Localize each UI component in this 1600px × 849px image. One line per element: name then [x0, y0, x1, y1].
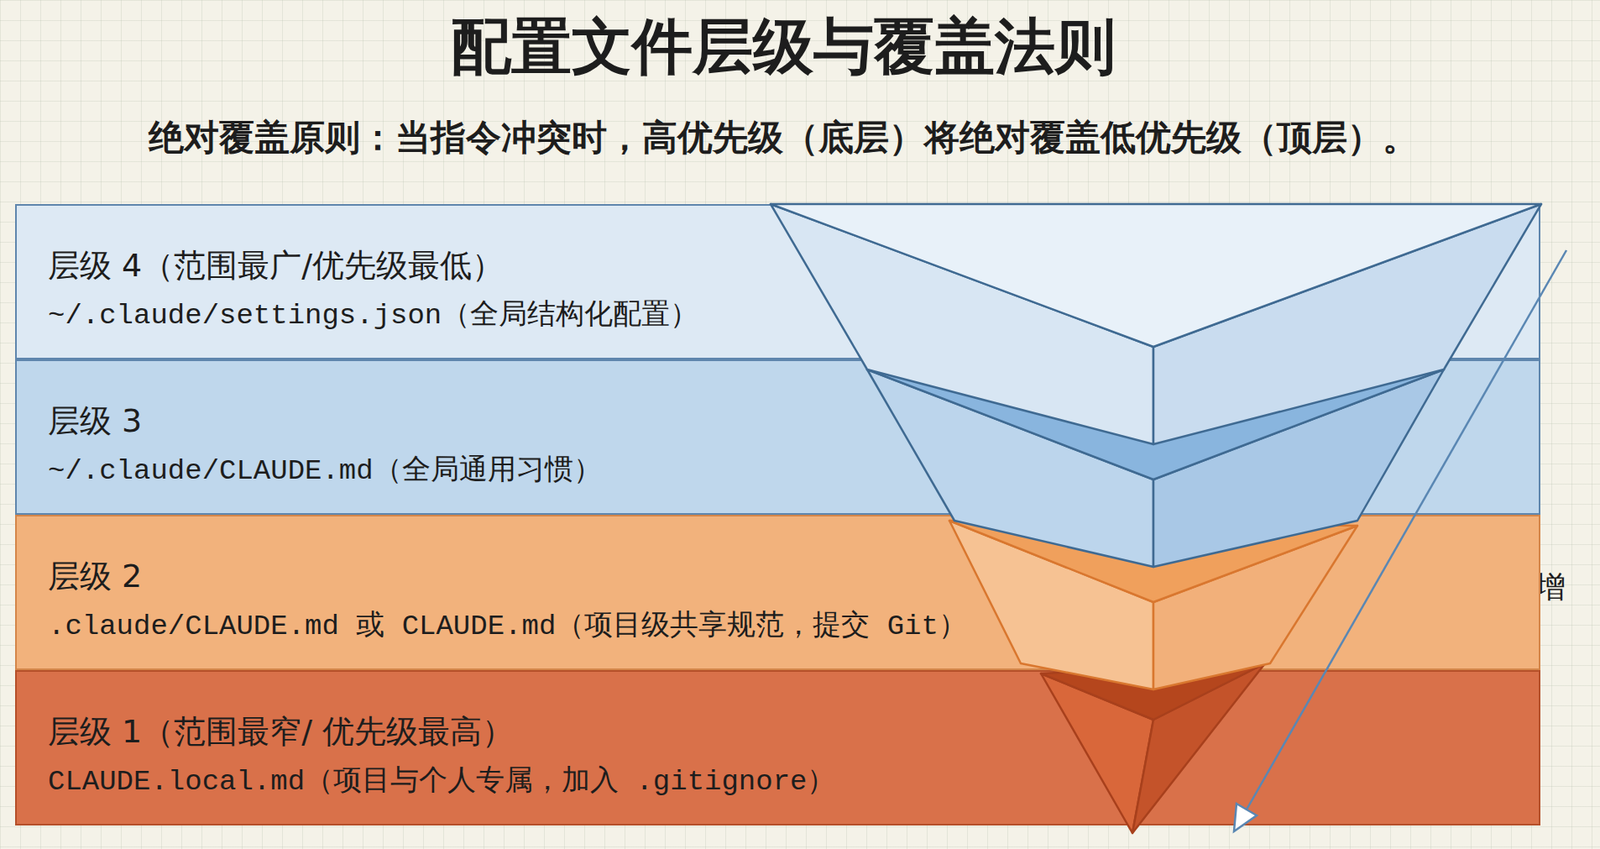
config-path: ~/.claude/settings.json（全局结构化配置） [47, 296, 1031, 335]
config-path: ~/.claude/CLAUDE.md（全局通用习惯） [47, 451, 1031, 491]
level-band: 层级 2 .claude/CLAUDE.md 或 CLAUDE.md（项目级共享规… [15, 514, 1541, 670]
level-heading: 层级 1（范围最窄/ 优先级最高） [47, 711, 1031, 751]
level-heading: 层级 4（范围最广/优先级最低） [47, 245, 1031, 285]
level-band: 层级 4（范围最广/优先级最低） ~/.claude/settings.json（… [15, 203, 1541, 360]
level-band: 层级 3 ~/.claude/CLAUDE.md（全局通用习惯） [15, 359, 1541, 515]
diagram-title: 配置文件层级与覆盖法则 [279, 10, 1287, 83]
level-heading: 层级 3 [47, 401, 1031, 440]
config-path: .claude/CLAUDE.md 或 CLAUDE.md（项目级共享规范，提交… [47, 606, 1031, 646]
level-band: 层级 1（范围最窄/ 优先级最高） CLAUDE.local.md（项目与个人专属… [15, 669, 1541, 826]
level-heading: 层级 2 [47, 556, 1031, 596]
subtitle-note: 绝对覆盖原则：当指令冲突时，高优先级（底层）将绝对覆盖低优先级（顶层）。 [111, 114, 1455, 162]
config-path: CLAUDE.local.md（项目与个人专属，加入 .gitignore） [47, 762, 1031, 801]
